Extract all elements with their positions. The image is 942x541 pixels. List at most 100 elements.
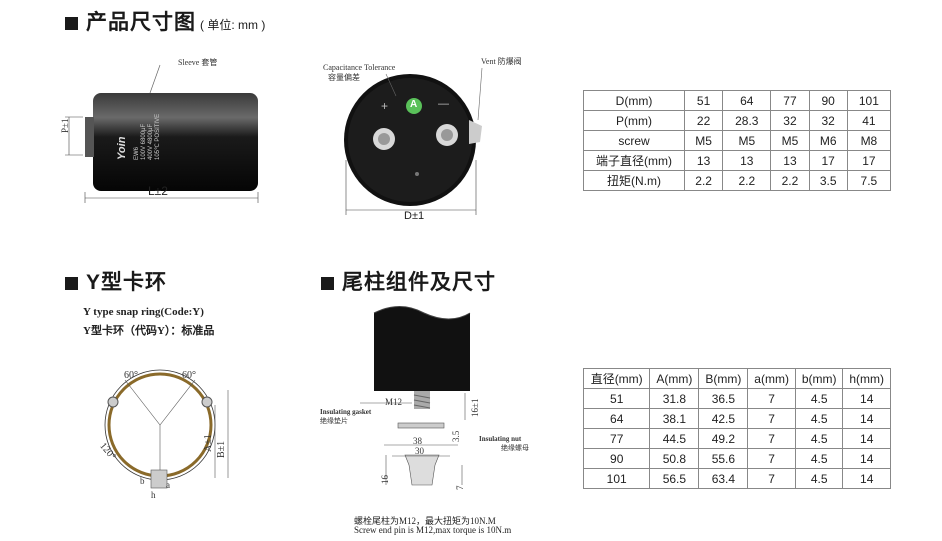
table-cell: M5 (722, 130, 772, 151)
table-row: D(mm) 51 64 77 90 101 (583, 90, 892, 111)
vent-label: Vent 防爆阀 (481, 57, 522, 66)
square-bullet-icon (65, 277, 78, 290)
table-header-cell: A(mm) (649, 368, 700, 389)
table-row: 端子直径(mm) 13 13 13 17 17 (583, 150, 892, 171)
table-cell: 2.2 (770, 170, 810, 191)
table-cell: M8 (846, 130, 892, 151)
tolerance-letter: A (410, 99, 418, 110)
l-dimension-label: L±2 (148, 184, 168, 198)
table-row: 101 56.5 63.4 7 4.5 14 (582, 468, 891, 489)
plus-mark: + (381, 99, 389, 113)
table-cell: M5 (683, 130, 724, 151)
table-cell: 31.8 (649, 388, 700, 409)
table-cell: 32 (770, 110, 810, 131)
table-cell: 4.5 (794, 428, 844, 449)
table-cell: 50.8 (649, 448, 700, 469)
table-cell: 14 (842, 448, 891, 469)
table-header-cell: B(mm) (698, 368, 749, 389)
gasket-label-cn: 绝缘垫片 (320, 417, 348, 425)
table-cell: 101 (582, 468, 651, 489)
table-cell: 51 (582, 388, 651, 409)
table-cell: 51 (683, 90, 724, 111)
capacitance-tolerance-cn: 容量偏差 (328, 73, 360, 82)
table-row: 64 38.1 42.5 7 4.5 14 (582, 408, 891, 429)
brand-logo: Yoin (116, 136, 128, 160)
table-cell: 14 (842, 468, 891, 489)
table-cell: 55.6 (698, 448, 749, 469)
snap-ring-table: 直径(mm) A(mm) B(mm) a(mm) b(mm) h(mm) 51 … (582, 368, 891, 489)
series-print: EW6 (134, 146, 140, 160)
nut-label-cn: 绝缘螺母 (501, 444, 529, 452)
dim-3-5-label: 3.5 (451, 430, 461, 442)
table-cell: 17 (808, 150, 848, 171)
table-cell: 7 (747, 428, 796, 449)
b-small-label: b (140, 476, 145, 486)
table-row: 90 50.8 55.6 7 4.5 14 (582, 448, 891, 469)
rating-print-1: 100V 6800μF (141, 123, 147, 160)
section-header-tail-pin: 尾柱组件及尺寸 (321, 266, 496, 296)
dim-30-label: 30 (415, 446, 424, 456)
tail-pin-title: 尾柱组件及尺寸 (342, 271, 496, 294)
capacitor-print: Yoin (116, 137, 128, 160)
table-cell: 4.5 (794, 408, 844, 429)
table-cell: D(mm) (583, 90, 685, 111)
rating-print-2: 400V 4800μF (148, 123, 154, 160)
unit-label: ( 单位: mm ) (200, 18, 266, 32)
capacitance-tolerance-en: Capacitance Tolerance (323, 63, 396, 72)
table-cell: 端子直径(mm) (583, 150, 685, 171)
table-cell: 44.5 (649, 428, 700, 449)
table-cell: 7 (747, 388, 796, 409)
table-cell: 42.5 (698, 408, 749, 429)
table-cell: 90 (808, 90, 848, 111)
rating-print-3: 105℃ POSITIVE (155, 113, 161, 160)
table-cell: 2.2 (722, 170, 772, 191)
table-header-cell: 直径(mm) (582, 368, 651, 389)
table-cell: 14 (842, 428, 891, 449)
table-cell: 28.3 (722, 110, 772, 131)
b-dimension-label: B±1 (216, 440, 227, 458)
minus-mark: — (438, 98, 449, 110)
table-row: 51 31.8 36.5 7 4.5 14 (582, 388, 891, 409)
table-cell: 14 (842, 408, 891, 429)
table-cell: 56.5 (649, 468, 700, 489)
h-small-label: h (151, 490, 156, 500)
table-header-cell: a(mm) (747, 368, 796, 389)
p-dimension-label: P±1 (60, 118, 70, 133)
table-header-cell: h(mm) (842, 368, 891, 389)
table-row: P(mm) 22 28.3 32 32 41 (583, 110, 892, 131)
tail-pin-drawing (360, 306, 471, 486)
table-cell: 13 (722, 150, 772, 171)
note-en: Screw end pin is M12,max torque is 10N.m (354, 525, 512, 535)
capacitor-side-view (65, 64, 259, 203)
table-cell: 扭矩(N.m) (583, 170, 685, 191)
table-cell: 38.1 (649, 408, 700, 429)
table-cell: 36.5 (698, 388, 749, 409)
table-cell: 7 (747, 408, 796, 429)
table-cell: 17 (846, 150, 892, 171)
m12-label: M12 (385, 397, 403, 407)
table-cell: screw (583, 130, 685, 151)
table-cell: 4.5 (794, 468, 844, 489)
table-cell: 14 (842, 388, 891, 409)
square-bullet-icon (321, 277, 334, 290)
angle-label-1: 60° (124, 370, 138, 381)
y-ring-cn-caption: Y型卡环（代码Y）：标准品 (83, 325, 215, 337)
note-cn: 螺栓尾柱为M12，最大扭矩为10N.M (354, 516, 496, 526)
table-cell: 4.5 (794, 388, 844, 409)
table-cell: 32 (808, 110, 848, 131)
table-cell: 4.5 (794, 448, 844, 469)
capacitor-top-view (344, 67, 483, 215)
a-dimension-label: A±1 (203, 434, 214, 452)
table-cell: 77 (770, 90, 810, 111)
table-cell: 7 (747, 468, 796, 489)
section-header-dimensions: 产品尺寸图 ( 单位: mm ) (65, 6, 265, 36)
table-row: 扭矩(N.m) 2.2 2.2 2.2 3.5 7.5 (583, 170, 892, 191)
table-header-cell: b(mm) (794, 368, 844, 389)
table-cell: 2.2 (683, 170, 724, 191)
y-ring-title: Y型卡环 (86, 271, 168, 294)
table-cell: 64 (722, 90, 772, 111)
table-cell: M5 (770, 130, 810, 151)
gasket-label-en: Insulating gasket (320, 408, 372, 416)
table-header-row: 直径(mm) A(mm) B(mm) a(mm) b(mm) h(mm) (582, 368, 891, 389)
table-row: screw M5 M5 M5 M6 M8 (583, 130, 892, 151)
